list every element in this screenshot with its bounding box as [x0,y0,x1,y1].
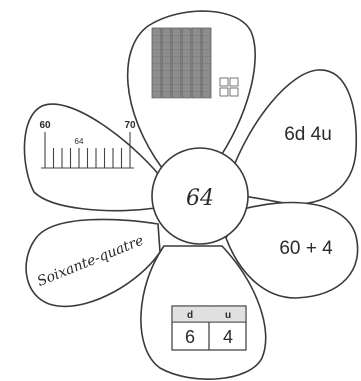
petal-number-line [23,103,161,212]
ten-rod [191,27,202,99]
rod-cube [171,48,182,56]
rod-cube [161,41,172,49]
rod-cube [191,90,202,98]
rod-cube [161,34,172,42]
rod-cube [151,83,162,91]
unit-cube [229,87,239,97]
rod-cube [151,76,162,84]
rod-cube [181,55,192,63]
rod-cube [171,62,182,70]
rod-cube [201,55,212,63]
rod-cube [161,55,172,63]
number-line: 60 70 64 [39,120,136,169]
rod-cube [201,34,212,42]
rod-cube [151,48,162,56]
rod-cube [191,62,202,70]
rod-cube [181,41,192,49]
rod-outline [171,27,182,99]
rod-cube [161,83,172,91]
rod-outline [191,27,202,99]
rod-cube [181,90,192,98]
rod-cube [171,83,182,91]
rod-cube [151,27,162,35]
rod-cube [201,62,212,70]
petal-sum [225,201,359,299]
rod-cube [161,76,172,84]
number-line-start-label: 60 [39,120,51,131]
rod-cube [181,48,192,56]
rod-cube [201,90,212,98]
table-value-units: 4 [223,327,233,347]
rod-outline [201,27,212,99]
rod-cube [181,83,192,91]
rod-cube [151,34,162,42]
rod-cube [171,55,182,63]
tens-units-table: d u 6 4 [171,305,247,351]
rod-cube [191,34,202,42]
rod-cube [171,41,182,49]
petal-decomposition [229,69,358,205]
sum-text: 60 + 4 [279,238,333,259]
ten-rod [181,27,192,99]
ten-rod [201,27,212,99]
rod-cube [181,76,192,84]
unit-cube [229,77,239,87]
rod-cube [161,62,172,70]
rod-cube [151,55,162,63]
rod-cube [151,90,162,98]
table-value-tens: 6 [185,327,195,347]
rod-cube [201,41,212,49]
base-ten-blocks [151,27,239,99]
rod-cube [191,69,202,77]
decomposition-text: 6d 4u [284,124,332,145]
rod-cube [171,90,182,98]
table-header-bg [172,306,246,322]
ten-rod [151,27,162,99]
rod-cube [171,34,182,42]
number-line-end-label: 70 [124,120,136,131]
center-number: 64 [186,186,214,211]
rod-cube [151,62,162,70]
rod-cube [151,41,162,49]
rod-cube [171,27,182,35]
rod-cube [151,69,162,77]
rod-cube [161,90,172,98]
rod-cube [201,48,212,56]
rod-cube [201,83,212,91]
rod-cube [181,62,192,70]
ten-rod [171,27,182,99]
rod-cube [191,27,202,35]
rod-cube [181,69,192,77]
rod-cube [191,48,202,56]
rod-cube [181,34,192,42]
center-circle [151,147,249,245]
petal-words [25,218,161,308]
rod-cube [201,69,212,77]
unit-cube [219,77,229,87]
rod-cube [191,83,202,91]
rod-cube [161,27,172,35]
table-header-tens: d [187,310,193,321]
rod-cube [181,27,192,35]
unit-cube [219,87,229,97]
rod-cube [191,41,202,49]
rod-cube [201,76,212,84]
rod-cube [171,76,182,84]
ten-rod [161,27,172,99]
rod-cube [161,69,172,77]
rod-cube [161,48,172,56]
rod-cube [171,69,182,77]
rod-cube [191,55,202,63]
number-line-marker-label: 64 [75,137,84,146]
rod-cube [191,76,202,84]
rod-outline [161,27,172,99]
rod-outline [151,27,162,99]
rod-outline [181,27,192,99]
rod-cube [201,27,212,35]
table-header-units: u [225,310,231,321]
